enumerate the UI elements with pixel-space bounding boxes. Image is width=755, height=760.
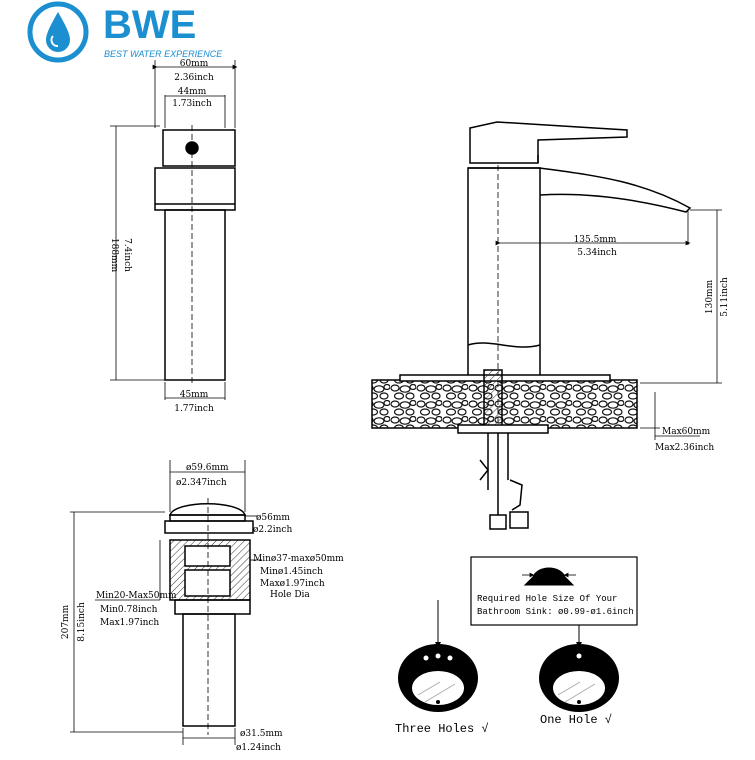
faucet-side-view <box>371 121 722 530</box>
countertop <box>371 379 638 429</box>
mount-nut <box>457 424 549 434</box>
hole-range-mm: Minø37-maxø50mm <box>253 554 344 564</box>
one-hole-label: One Hole √ <box>540 713 612 727</box>
faucet-handle <box>162 129 236 167</box>
hole-dia-label: Hole Dia <box>270 590 310 600</box>
tail-dia-in: ø1.24inch <box>236 743 281 753</box>
hole-size-note: Required Hole Size Of Your Bathroom Sink… <box>470 556 638 626</box>
drain-cap <box>168 503 247 516</box>
tail-dia-mm: ø31.5mm <box>240 729 283 739</box>
side-lever <box>469 121 628 163</box>
hole-min-in: Minø1.45inch <box>260 567 323 577</box>
hole-note-line1: Required Hole Size Of Your <box>477 594 617 604</box>
spout-height-mm: 130mm <box>705 279 715 314</box>
three-hole-sink <box>398 644 478 712</box>
hole-note-line2: Bathroom Sink: ø0.99-ø1.6inch <box>477 607 634 617</box>
reach-mm: 135.5mm <box>574 235 617 245</box>
flange-dia-mm: ø56mm <box>256 513 290 523</box>
thick-range-mm: Min20-Max50mm <box>96 591 177 601</box>
side-spout <box>468 167 692 213</box>
brand-logo: BWE BEST WATER EXPERIENCE <box>27 1 223 63</box>
thick-max-in: Max1.97inch <box>100 618 159 628</box>
pop-up-drain <box>70 460 262 745</box>
one-hole-sink <box>539 644 619 712</box>
reach-in: 5.34inch <box>577 248 617 258</box>
drain-flange <box>164 520 254 534</box>
cap-dia-in: ø2.347inch <box>176 478 227 488</box>
mount-shank <box>483 369 503 431</box>
inner-width-mm: 44mm <box>178 87 207 97</box>
cap-dia-mm: ø59.6mm <box>186 463 229 473</box>
drain-tailpiece <box>182 613 236 727</box>
front-height-in: 7.4inch <box>122 238 132 272</box>
spout-height-in: 5.11inch <box>720 277 730 317</box>
faucet-body <box>164 209 226 381</box>
top-width-mm: 60mm <box>180 59 209 69</box>
drain-height-mm: 207mm <box>61 604 71 639</box>
drain-nut <box>174 599 251 615</box>
brand-tagline: BEST WATER EXPERIENCE <box>104 49 223 59</box>
base-width-in: 1.77inch <box>174 404 214 414</box>
faucet-front-view <box>110 60 238 400</box>
drain-height-in: 8.15inch <box>77 602 87 642</box>
base-width-mm: 45mm <box>180 390 209 400</box>
three-holes-label: Three Holes √ <box>395 722 489 736</box>
deck-max-in: Max2.36inch <box>655 443 714 453</box>
brand-name: BWE <box>103 3 196 47</box>
hole-max-in: Maxø1.97inch <box>260 579 325 589</box>
top-width-in: 2.36inch <box>174 73 214 83</box>
flange-dia-in: ø2.2inch <box>253 525 292 535</box>
inner-width-in: 1.73inch <box>172 99 212 109</box>
water-drop-icon <box>27 1 89 63</box>
thick-min-in: Min0.78inch <box>100 605 158 615</box>
deck-max-mm: Max60mm <box>662 427 711 437</box>
front-height-mm: 188mm <box>109 238 119 273</box>
